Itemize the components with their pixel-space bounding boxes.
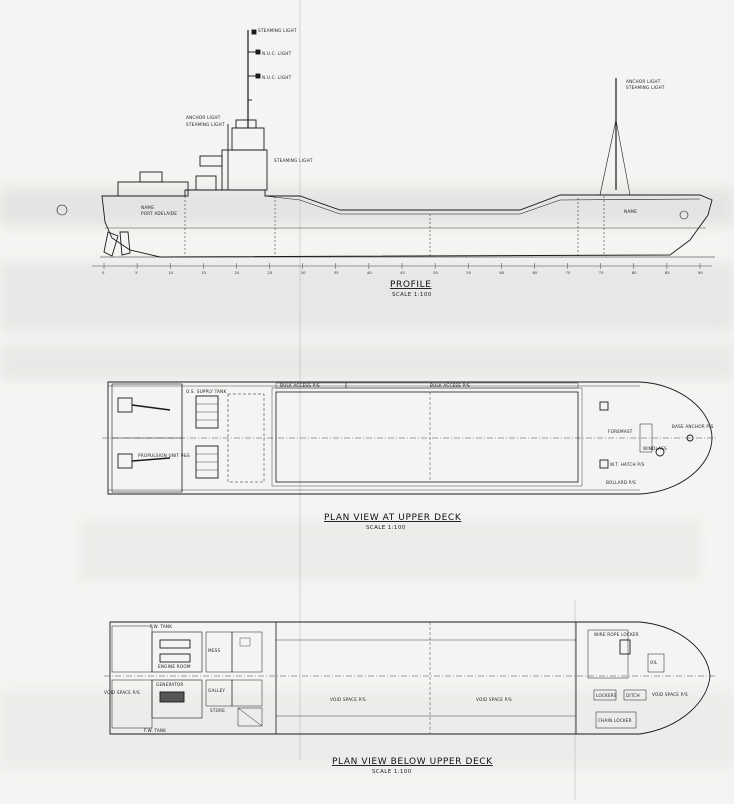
frame-number: 20 [234,270,239,275]
base-anchor-label: BASE ANCHOR P/S [672,424,714,429]
frame-number: 90 [698,270,703,275]
steaming-light-label: STEAMING LIGHT [626,85,665,90]
frame-number: 15 [201,270,206,275]
generator [159,691,185,703]
fuel-tank-label: O.S. SUPPLY TANK [186,389,226,394]
below-deck-title: PLAN VIEW BELOW UPPER DECK [332,757,493,767]
frame-number: 10 [168,270,173,275]
frame-number: 85 [665,270,670,275]
bulk-access-label: BULK ACCESS P/S [430,383,470,388]
frame-number: 35 [334,270,339,275]
anchor-light-label: ANCHOR LIGHT [626,79,661,84]
chain-locker-label: CHAIN LOCKER [598,718,632,723]
generator-label: GENERATOR [156,682,184,687]
scan-smudges [0,188,734,770]
engine-room [151,631,203,673]
below-deck-plan [104,621,716,735]
profile-view [56,29,715,258]
frame-number: 75 [599,270,604,275]
void-space-label: VOID SPACE P/S [476,697,512,702]
profile-title: PROFILE [390,280,432,290]
upper-deck-scale: SCALE 1:100 [366,525,406,531]
upper-deck-plan [102,381,716,495]
galley-label: GALLEY [208,688,225,693]
void-space-label: VOID SPACE P/S [652,692,688,697]
store-label: STORE [210,708,225,713]
lockers-label: LOCKERS [596,693,617,698]
mast-light-label: STEAMING LIGHT [258,28,297,33]
anchor-light-label: ANCHOR LIGHT [186,115,221,120]
frame-number: 60 [499,270,504,275]
stern-name: NAME [141,205,154,210]
void-space-label: VOID SPACE P/S [104,690,140,695]
bow-name: NAME [624,209,637,214]
frame-number: 0 [102,270,105,275]
port-of-registry: PORT ADELAIDE [141,211,177,216]
profile-scale: SCALE 1:100 [392,292,432,298]
frame-number: 65 [532,270,537,275]
fw-tank-label: F.W. TANK [150,624,172,629]
frame-number: 50 [433,270,438,275]
mess-label: MESS [208,648,221,653]
fw-tank-label: F.W. TANK [144,728,166,733]
bollard-label: BOLLARD P/S [606,480,636,485]
mast-light-label: N.U.C. LIGHT [262,51,292,56]
mast-light-label: N.U.C. LIGHT [262,75,292,80]
ditch-label: DITCH [626,693,640,698]
windlass-label: WINDLASS [643,446,667,451]
steaming-light-label: STEAMING LIGHT [274,158,313,163]
upper-deck-title: PLAN VIEW AT UPPER DECK [324,513,462,523]
frame-number: 5 [135,270,138,275]
foremast-label: FOREMAST [608,429,633,434]
frame-number: 30 [301,270,306,275]
frame-number: 80 [632,270,637,275]
wire-rope-locker-label: WIRE ROPE LOCKER [594,632,639,637]
frame-number: 25 [268,270,273,275]
frame-number: 70 [566,270,571,275]
below-deck-scale: SCALE 1:100 [372,769,412,775]
hatch-label: W.T. HATCH P/S [610,462,645,467]
oil-label: OIL [650,660,658,665]
engine-room-label: ENGINE ROOM [158,664,191,669]
anchor-icon [679,210,689,220]
frame-number: 40 [367,270,372,275]
void-space-label: VOID SPACE P/S [330,697,366,702]
frame-number: 45 [400,270,405,275]
propulsion-label: PROPULSION UNIT P&S [138,453,190,458]
frame-number: 55 [466,270,471,275]
propeller-icon [56,204,68,216]
steaming-light-label: STEAMING LIGHT [186,122,225,127]
frame-scale: 0 5 10 15 20 25 30 35 40 45 50 55 60 65 70 75 80 85 90 [102,263,703,275]
bulk-access-label: BULK ACCESS P/S [280,383,320,388]
cargo-hatch [275,391,579,483]
